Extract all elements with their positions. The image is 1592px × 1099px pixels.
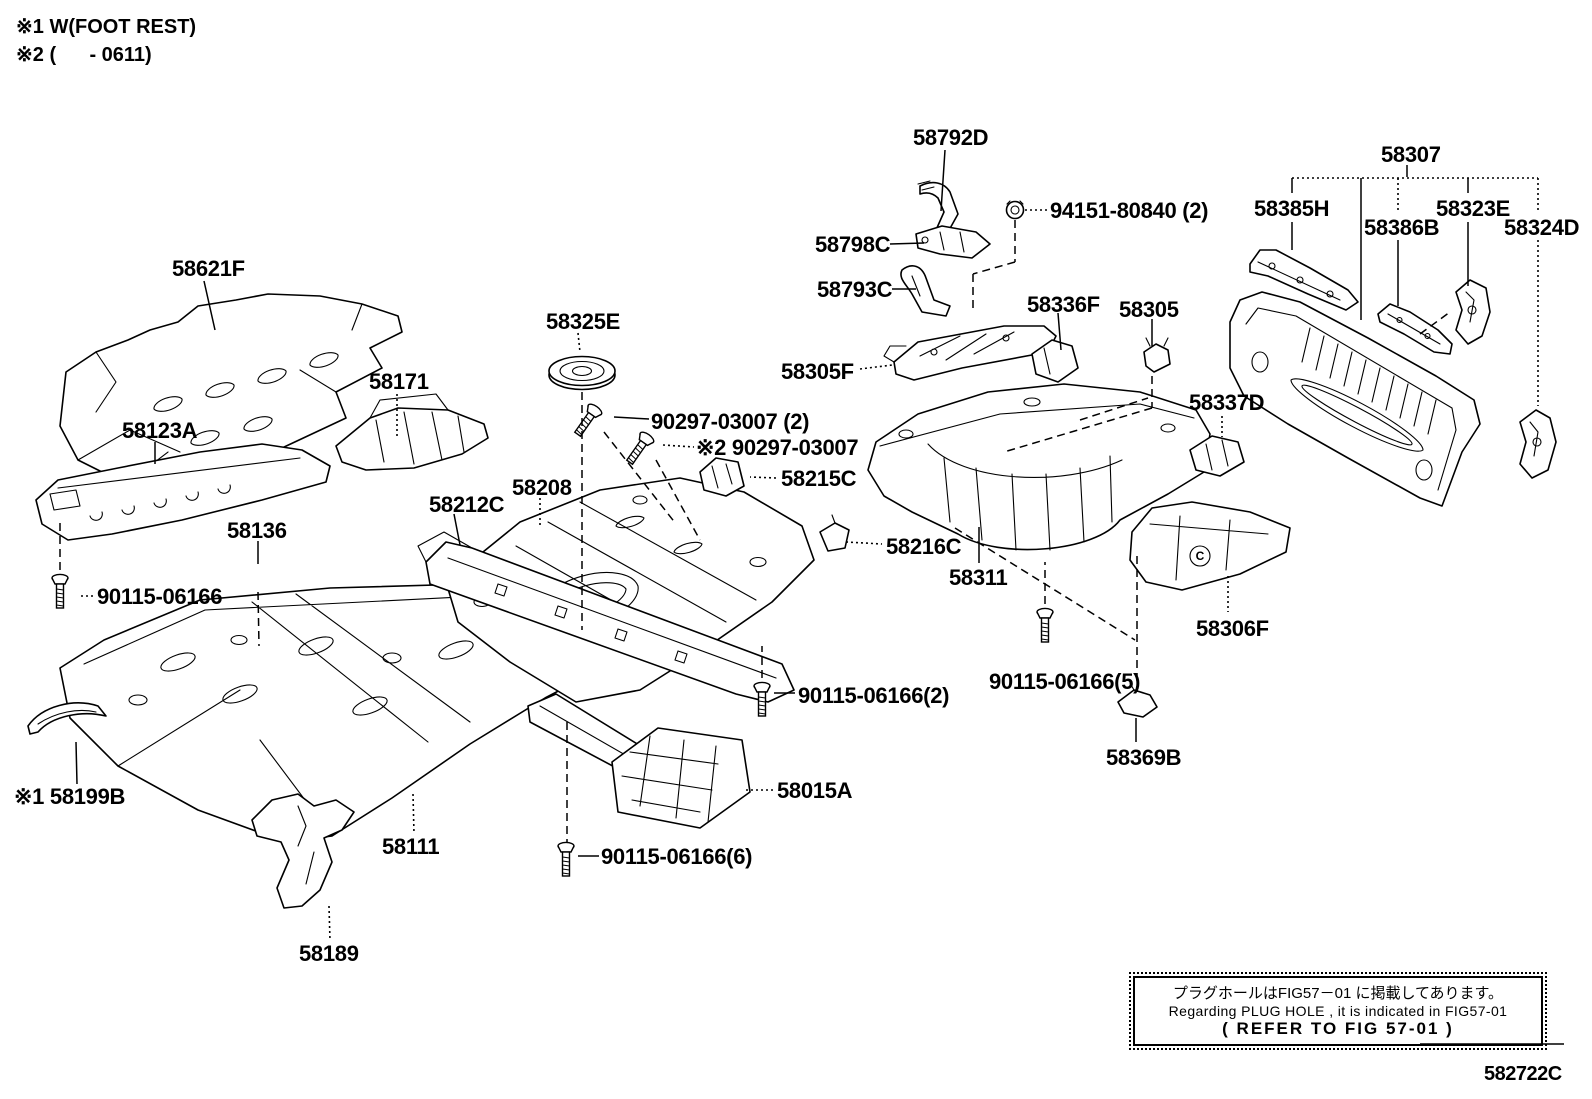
- part-floor-silencer-grommet-58325e: [548, 355, 616, 391]
- part-label-58311[interactable]: 58311: [949, 565, 1008, 590]
- part-label-58212c[interactable]: 58212C: [429, 492, 505, 517]
- part-label-90115-06166-6[interactable]: 90115-06166(6): [601, 844, 753, 869]
- footnote-2-date-range: ※2 ( - 0611): [16, 44, 152, 66]
- part-label-58199b[interactable]: ※1 58199B: [14, 784, 126, 809]
- part-grommet-94151-80840: [1005, 200, 1025, 220]
- part-label-58337d[interactable]: 58337D: [1189, 390, 1265, 415]
- part-label-58798c[interactable]: 58798C: [815, 232, 891, 257]
- bolt-90115-06166-d: [557, 841, 575, 877]
- part-label-58325e[interactable]: 58325E: [546, 309, 621, 334]
- leader-lines-solid: [75, 149, 1469, 857]
- part-center-floor-rear-pan-58015a: [611, 727, 751, 829]
- part-rear-floor-pan-58311: [867, 383, 1211, 551]
- part-label-94151-80840[interactable]: 94151-80840 (2): [1050, 198, 1209, 223]
- part-label-58215c[interactable]: 58215C: [781, 466, 857, 491]
- part-foot-rest-pad-58199b: [27, 702, 107, 735]
- part-bracket-58337d: [1189, 435, 1245, 477]
- figure-code: 582722C: [1484, 1063, 1562, 1085]
- part-strap-58792d: [917, 180, 959, 233]
- part-clip-58369b: [1117, 682, 1158, 718]
- part-label-58385h[interactable]: 58385H: [1254, 196, 1330, 221]
- part-rear-floor-crossmember-58305f: [883, 325, 1057, 381]
- weld-mark-c: C: [1196, 549, 1205, 563]
- part-label-58621f[interactable]: 58621F: [172, 256, 245, 281]
- part-label-58171[interactable]: 58171: [369, 369, 429, 394]
- part-floor-bracket-58171: [335, 393, 489, 471]
- assembly-dashed-lines: [59, 220, 1451, 842]
- footnote-1-foot-rest: ※1 W(FOOT REST): [16, 16, 197, 38]
- part-front-floor-brace-58123a: [35, 443, 331, 541]
- part-rear-floor-side-member-58306f: C: [1129, 501, 1291, 591]
- part-label-58307[interactable]: 58307: [1381, 142, 1441, 167]
- part-label-58216c[interactable]: 58216C: [886, 534, 962, 559]
- plug-hole-note-box: プラグホールはFIG57－01 に掲載してあります。 Regarding PLU…: [1129, 972, 1547, 1050]
- part-label-58369b[interactable]: 58369B: [1106, 745, 1182, 770]
- part-label-58015a[interactable]: 58015A: [777, 778, 853, 803]
- part-back-panel-reinforce-58386b: [1377, 303, 1453, 355]
- part-label-90115-06166-2[interactable]: 90115-06166(2): [798, 683, 950, 708]
- part-label-90115-06166-5[interactable]: 90115-06166(5): [989, 669, 1141, 694]
- part-label-58792d[interactable]: 58792D: [913, 125, 989, 150]
- leader-lines-dotted: [80, 177, 1539, 942]
- part-label-58386b[interactable]: 58386B: [1364, 215, 1440, 240]
- part-label-58136[interactable]: 58136: [227, 518, 287, 543]
- part-label-58306f[interactable]: 58306F: [1196, 616, 1269, 641]
- part-bracket-58324d: [1519, 409, 1557, 479]
- part-clip-58305: [1143, 337, 1171, 373]
- part-label-58189[interactable]: 58189: [299, 941, 359, 966]
- bolt-90115-06166-a: [51, 573, 69, 609]
- part-back-panel-reinforce-58385h: [1249, 249, 1359, 311]
- part-label-58305f[interactable]: 58305F: [781, 359, 854, 384]
- part-bracket-58336f: [1031, 339, 1079, 383]
- part-label-58123a[interactable]: 58123A: [122, 418, 198, 443]
- part-label-58305[interactable]: 58305: [1119, 297, 1179, 322]
- part-pedal-bracket-58189: [251, 793, 355, 909]
- part-label-58208[interactable]: 58208: [512, 475, 572, 500]
- note-box-line-english: Regarding PLUG HOLE , it is indicated in…: [1168, 1003, 1508, 1019]
- part-label-58793c[interactable]: 58793C: [817, 277, 893, 302]
- part-bracket-58798c: [915, 225, 991, 259]
- part-label-58111[interactable]: 58111: [382, 834, 440, 859]
- part-floor-side-member-58212c: [417, 531, 795, 703]
- part-label-90297-03007-x2[interactable]: ※2 90297-03007: [696, 435, 859, 460]
- part-hook-58793c: [900, 265, 951, 317]
- bolt-90115-06166-c: [1036, 607, 1054, 643]
- part-center-floor-pan-58208: [445, 477, 815, 703]
- bolt-90297-03007-b: [622, 429, 657, 468]
- part-label-58336f[interactable]: 58336F: [1027, 292, 1100, 317]
- note-box-line-japanese: プラグホールはFIG57－01 に掲載してあります。: [1172, 985, 1504, 1002]
- note-box-line-refer: ( REFER TO FIG 57-01 ): [1222, 1019, 1454, 1038]
- part-bracket-58215c: [699, 457, 745, 497]
- part-bracket-58323e: [1455, 279, 1491, 345]
- part-label-58324d[interactable]: 58324D: [1504, 215, 1580, 240]
- part-label-90297-03007-2[interactable]: 90297-03007 (2): [651, 409, 810, 434]
- part-label-58323e[interactable]: 58323E: [1436, 196, 1511, 221]
- part-label-90115-06166[interactable]: 90115-06166: [97, 584, 223, 609]
- part-clip-58216c: [819, 514, 850, 552]
- part-lower-back-panel-58307: [1229, 291, 1481, 507]
- bolt-90297-03007-a: [570, 401, 605, 440]
